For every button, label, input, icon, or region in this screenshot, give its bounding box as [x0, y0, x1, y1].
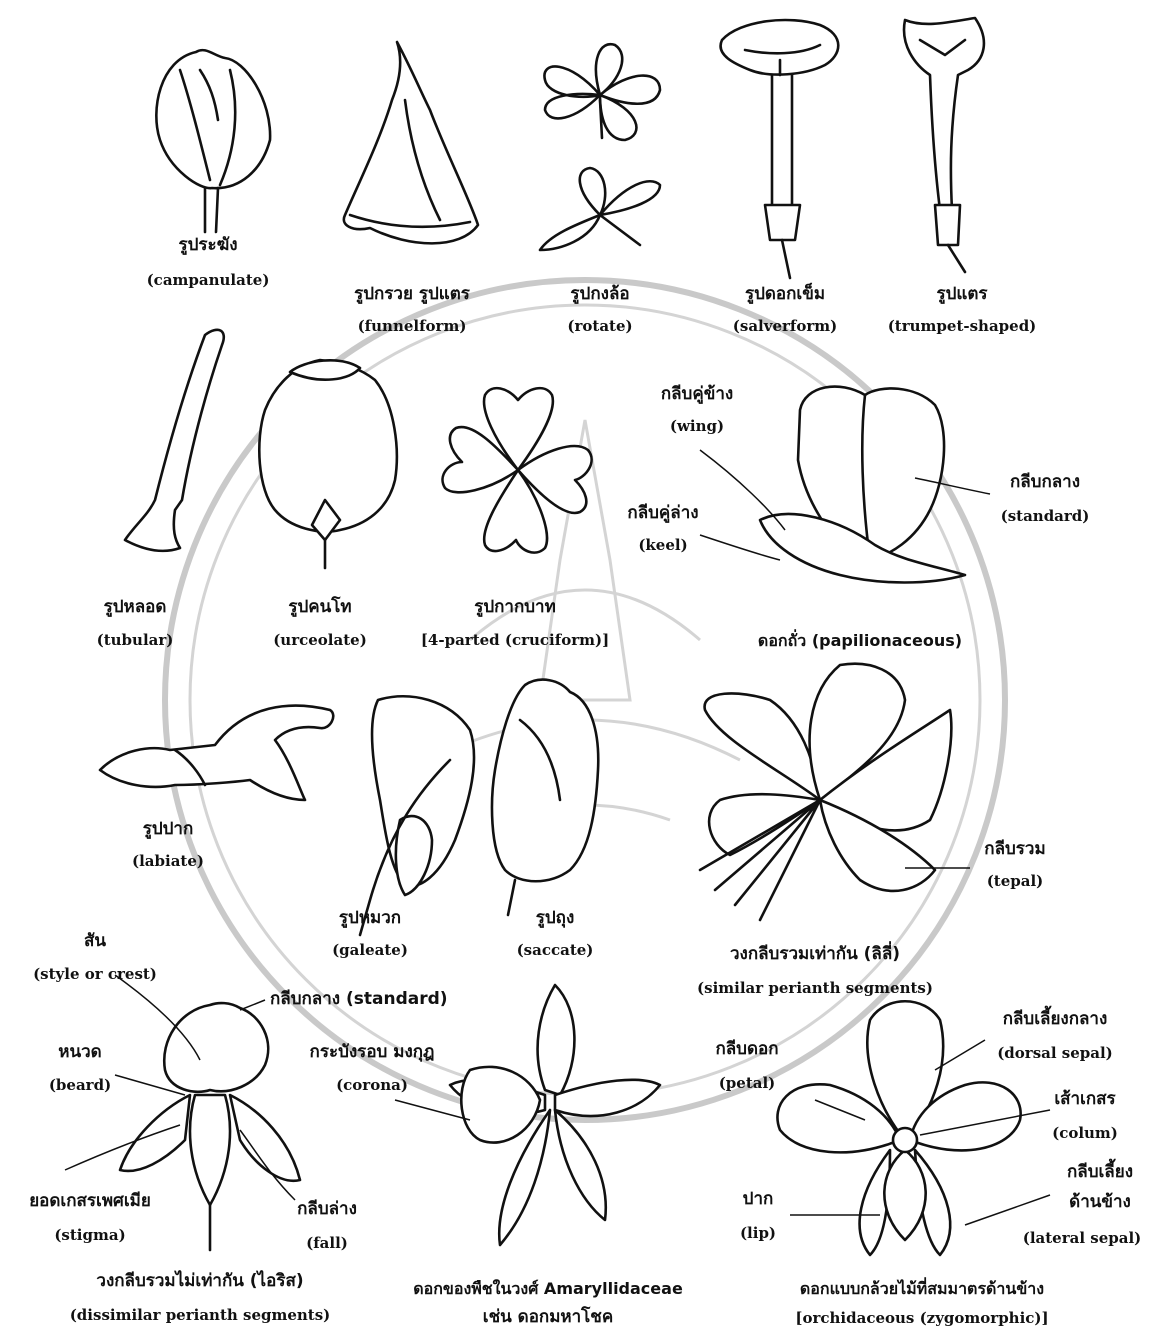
cruciform-label-th: รูปกากบาท	[474, 598, 556, 618]
urceolate-drawing	[259, 360, 397, 568]
iris-standard-label: กลีบกลาง (standard)	[270, 990, 448, 1010]
lily-label-en: (similar perianth segments)	[697, 980, 933, 997]
papilionaceous-drawing	[700, 387, 990, 583]
orchid-label-line1: ดอกแบบกล้วยไม้ที่สมมาตรด้านข้าง	[800, 1280, 1044, 1298]
iris-label-en: (dissimilar perianth segments)	[70, 1307, 331, 1324]
wing-label-th: กลีบคู่ข้าง	[661, 385, 733, 405]
funnelform-label-th: รูปกรวย รูปแตร	[354, 285, 470, 305]
stigma-label-th: ยอดเกสรเพศเมีย	[29, 1192, 151, 1212]
standard-label-th: กลีบกลาง	[1010, 473, 1080, 493]
urceolate-label-en: (urceolate)	[273, 632, 367, 649]
campanulate-drawing	[156, 50, 270, 232]
campanulate-label-en: (campanulate)	[147, 272, 270, 289]
standard-label-en: (standard)	[1001, 508, 1090, 525]
lily-label-th: วงกลีบรวมเท่ากัน (ลิลี่)	[730, 945, 900, 965]
dorsal-sepal-label-th: กลีบเลี้ยงกลาง	[1003, 1010, 1108, 1030]
galeate-label-th: รูปหมวก	[339, 909, 401, 929]
fall-label-en: (fall)	[306, 1235, 348, 1252]
salverform-drawing	[721, 20, 839, 278]
lip-label-en: (lip)	[740, 1225, 776, 1242]
corona-label-en: (corona)	[336, 1077, 408, 1094]
lateral-sepal-label-th2: ด้านข้าง	[1069, 1193, 1131, 1213]
trumpet-drawing	[904, 18, 984, 272]
labiate-label-en: (labiate)	[132, 853, 204, 870]
tepal-label-th: กลีบรวม	[984, 840, 1045, 860]
wing-label-en: (wing)	[670, 418, 724, 435]
rotate-label-en: (rotate)	[567, 318, 632, 335]
keel-label-th: กลีบคู่ล่าง	[627, 504, 698, 524]
trumpet-label-en: (trumpet-shaped)	[888, 318, 1037, 335]
lateral-sepal-label-th1: กลีบเลี้ยง	[1067, 1163, 1133, 1183]
funnelform-label-en: (funnelform)	[358, 318, 467, 335]
galeate-label-en: (galeate)	[332, 942, 408, 959]
labiate-label-th: รูปปาก	[143, 820, 194, 840]
column-label-en: (colum)	[1052, 1125, 1118, 1142]
orchid-label-line2: [orchidaceous (zygomorphic)]	[795, 1310, 1048, 1327]
saccate-label-th: รูปถุง	[536, 909, 575, 929]
beard-label-th: หนวด	[58, 1043, 101, 1063]
urceolate-label-th: รูปคนโท	[288, 598, 351, 618]
petal-label-en: (petal)	[719, 1075, 776, 1092]
iris-label-th: วงกลีบรวมไม่เท่ากัน (ไอริส)	[96, 1272, 303, 1292]
tepal-label-en: (tepal)	[987, 873, 1044, 890]
corona-label-th: กระบังรอบ มงกุฎ	[310, 1043, 435, 1063]
cruciform-drawing	[443, 388, 592, 552]
keel-label-en: (keel)	[638, 537, 687, 554]
papilionaceous-label: ดอกถั่ว (papilionaceous)	[758, 632, 962, 650]
campanulate-label-th: รูประฆัง	[178, 236, 237, 256]
iris-style-label-en: (style or crest)	[33, 966, 157, 983]
lip-label-th: ปาก	[743, 1190, 774, 1210]
iris-style-label-th: สัน	[84, 932, 106, 952]
beard-label-en: (beard)	[49, 1077, 111, 1094]
trumpet-label-th: รูปแตร	[936, 285, 987, 305]
amaryllis-label-line2: เช่น ดอกมหาโชค	[483, 1308, 613, 1328]
fall-label-th: กลีบล่าง	[297, 1200, 357, 1220]
galeate-drawing	[360, 696, 474, 935]
labiate-drawing	[100, 706, 333, 800]
rotate-label-th: รูปกงล้อ	[570, 285, 629, 305]
amaryllis-label-line1: ดอกของพืชในวงศ์ Amaryllidaceae	[413, 1280, 683, 1298]
saccate-drawing	[492, 680, 598, 915]
dorsal-sepal-label-en: (dorsal sepal)	[997, 1045, 1113, 1062]
orchid-drawing	[777, 1001, 1050, 1255]
lateral-sepal-label-en: (lateral sepal)	[1023, 1230, 1142, 1247]
amaryllis-drawing	[395, 985, 660, 1245]
cruciform-label-en: [4-parted (cruciform)]	[421, 632, 609, 649]
rotate-drawing	[540, 44, 660, 250]
salverform-label-en: (salverform)	[733, 318, 837, 335]
saccate-label-en: (saccate)	[517, 942, 594, 959]
petal-label-th: กลีบดอก	[715, 1040, 778, 1060]
lily-drawing	[700, 664, 970, 920]
stigma-label-en: (stigma)	[54, 1227, 125, 1244]
column-label-th: เส้าเกสร	[1054, 1090, 1115, 1110]
salverform-label-th: รูปดอกเข็ม	[745, 285, 825, 305]
tubular-label-th: รูปหลอด	[104, 598, 167, 618]
tubular-label-en: (tubular)	[97, 632, 174, 649]
funnelform-drawing	[344, 42, 478, 243]
